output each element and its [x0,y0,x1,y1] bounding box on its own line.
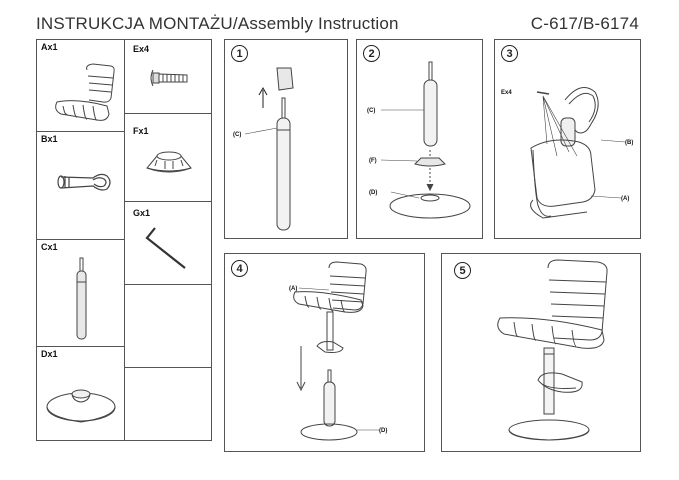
model-code: C-617/B-6174 [530,14,639,33]
gas-lift-part-illustration [76,257,87,340]
step-3-illustration: Ex4 (B) (A) [501,87,633,219]
step-3-callout-a: (A) [621,196,629,202]
cover-part-illustration [146,151,192,173]
step-1-illustration: (C) [233,67,294,231]
footrest-part-illustration [57,173,111,191]
step-2-panel: 2 (C) (F) (D) [356,39,483,239]
part-cell-a: Ax1 [36,39,125,132]
step-5-panel: 5 [441,253,641,452]
part-cell-e: Ex4 [124,39,212,114]
step-4-illustration: (A) (D) [289,261,387,441]
step-4-number: 4 [231,260,248,277]
part-label-g: Gx1 [133,208,151,218]
step-1-panel: 1 (C) [224,39,348,239]
part-label-f: Fx1 [133,126,149,136]
part-cell-b: Bx1 [36,131,125,240]
step-5-illustration [497,259,608,441]
part-label-b: Bx1 [41,134,58,144]
part-label-e: Ex4 [133,44,150,54]
step-4-panel: 4 (A) (D) [224,253,425,452]
part-cell-empty-1 [124,284,212,368]
hex-key-part-illustration [145,227,186,269]
part-cell-f: Fx1 [124,113,212,202]
step-2-callout-c: (C) [367,108,375,114]
part-cell-empty-2 [124,367,212,441]
seat-part-illustration [55,63,115,121]
document-title: INSTRUKCJA MONTAŻU/Assembly Instruction [36,14,399,33]
step-1-number: 1 [231,45,248,62]
part-cell-c: Cx1 [36,239,125,347]
step-3-number: 3 [501,45,518,62]
step-2-callout-d: (D) [369,190,377,196]
part-label-a: Ax1 [41,42,58,52]
step-4-callout-a: (A) [289,286,297,292]
part-label-d: Dx1 [41,349,58,359]
step-2-callout-f: (F) [369,158,377,164]
part-cell-g: Gx1 [124,201,212,285]
step-4-callout-d: (D) [379,428,387,434]
step-3-callout-e: Ex4 [501,90,512,96]
part-cell-d: Dx1 [36,346,125,441]
part-label-c: Cx1 [41,242,58,252]
base-part-illustration [46,389,116,423]
step-1-callout-c: (C) [233,132,241,138]
step-3-callout-b: (B) [625,140,633,146]
step-5-number: 5 [454,262,471,279]
step-3-panel: 3 Ex4 (B) (A) [494,39,641,239]
step-2-number: 2 [363,45,380,62]
step-2-illustration: (C) (F) (D) [367,61,471,219]
bolt-part-illustration [150,69,188,87]
